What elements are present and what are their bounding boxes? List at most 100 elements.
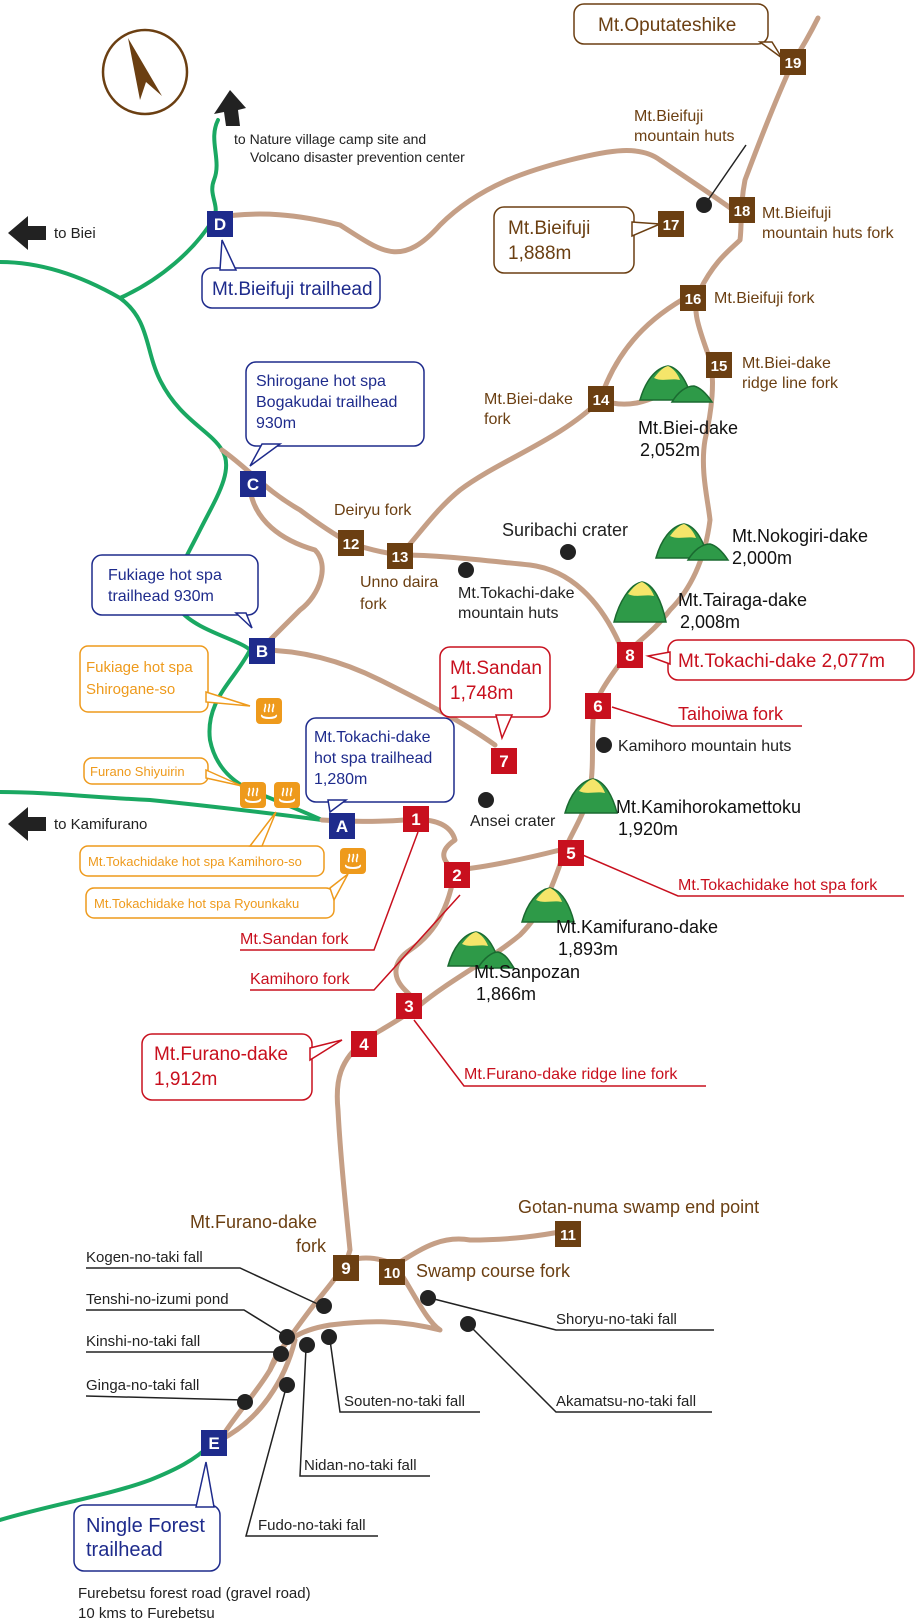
ansei-crater-dot: [478, 792, 494, 808]
markers: 1 2 3 4 5 6 7 8 9 10 11 12 13 14 15 16 1…: [201, 49, 806, 1456]
to-nature-village-2: Volcano disaster prevention center: [250, 149, 465, 165]
sandan-elev: 1,748m: [450, 683, 513, 704]
peak-nokogiri-elev: 2,000m: [732, 548, 792, 568]
trailhead-e-l1: Ningle Forest: [86, 1515, 205, 1537]
furebetsu-road-1: Furebetsu forest road (gravel road): [78, 1585, 311, 1602]
bieifuji-peak-box: [493, 206, 635, 274]
shoryu-fall-dot: [420, 1290, 436, 1306]
marker-19: 19: [780, 49, 806, 75]
ginga-fall-dot: [237, 1394, 253, 1410]
kamihoro-fork-label: Kamihoro fork: [250, 971, 351, 988]
red-callouts: [141, 639, 915, 1101]
arrow-to-kamifurano: [8, 807, 46, 841]
trailhead-c-l1: Shirogane hot spa: [256, 373, 386, 390]
trail-main-ridge: [217, 15, 821, 1443]
furano-dake-fork-2: fork: [296, 1236, 327, 1256]
marker-4: 4: [351, 1031, 377, 1057]
trailhead-marker-c: C: [240, 471, 266, 497]
compass: [101, 28, 189, 116]
svg-text:E: E: [208, 1434, 219, 1453]
furano-dake-name: Mt.Furano-dake: [154, 1044, 288, 1065]
trailhead-marker-b: B: [249, 638, 275, 664]
trailhead-c-l2: Bogakudai trailhead: [256, 394, 397, 411]
marker-2: 2: [444, 862, 470, 888]
bieifuji-huts-2: mountain huts: [634, 128, 735, 145]
compass-north-arrow: [128, 38, 162, 100]
mountain-icon: [447, 931, 516, 969]
peak-tairaga-name: Mt.Tairaga-dake: [678, 590, 807, 610]
mountain-icon: [655, 523, 730, 561]
unno-daira-2: fork: [360, 596, 388, 613]
furano-ridge-label: Mt.Furano-dake ridge line fork: [464, 1066, 678, 1083]
peak-kamifurano-name: Mt.Kamifurano-dake: [556, 917, 718, 937]
arrow-to-biei: [8, 216, 46, 250]
kogen-fall-label: Kogen-no-taki fall: [86, 1249, 203, 1266]
trailhead-marker-e: E: [201, 1430, 227, 1456]
swamp-fork-label: Swamp course fork: [416, 1261, 571, 1281]
hot-spring-icon: [240, 782, 266, 808]
to-biei-label: to Biei: [54, 225, 96, 242]
kamihoro-huts-dot: [596, 737, 612, 753]
trailhead-d-box: [201, 267, 381, 309]
peak-nokogiri-name: Mt.Nokogiri-dake: [732, 526, 868, 546]
kinshi-fall-dot: [273, 1346, 289, 1362]
red-texts: Mt.Sandan 1,748m Mt.Furano-dake 1,912m M…: [154, 651, 885, 1090]
trailhead-a-l1: Mt.Tokachi-dake: [314, 729, 431, 746]
huts-fork-18-2: mountain huts fork: [762, 225, 895, 242]
kogen-fall-dot: [316, 1298, 332, 1314]
trailhead-b-l2: trailhead 930m: [108, 588, 214, 605]
trailhead-marker-a: A: [329, 813, 355, 839]
mountain-icon: [613, 581, 667, 623]
svg-text:C: C: [247, 475, 259, 494]
mountain-icon: [521, 887, 575, 923]
trailhead-b-l1: Fukiage hot spa: [108, 567, 222, 584]
svg-text:14: 14: [593, 392, 610, 409]
tenshi-pond-dot: [279, 1329, 295, 1345]
peak-kamihoro-name: Mt.Kamihorokamettoku: [616, 797, 801, 817]
souten-fall-label: Souten-no-taki fall: [344, 1393, 465, 1410]
road-to-kamifurano: [0, 790, 324, 822]
trail-d-to-huts: [211, 148, 743, 255]
trailhead-a-l3: 1,280m: [314, 771, 367, 788]
trail-a-to-2: [319, 817, 563, 873]
tokachi-peak-label: Mt.Tokachi-dake 2,077m: [678, 651, 885, 672]
svg-text:1: 1: [411, 810, 420, 829]
tokachidake-spa-fork-label: Mt.Tokachidake hot spa fork: [678, 877, 878, 894]
poi: Suribachi crater Mt.Tokachi-dake mountai…: [458, 144, 791, 830]
hot-spring-icon: [256, 698, 282, 724]
marker-1: 1: [403, 806, 429, 832]
svg-text:9: 9: [341, 1259, 350, 1278]
brown-callouts: [493, 3, 783, 274]
biei-dake-fork-2: fork: [484, 411, 512, 428]
fudo-fall-label: Fudo-no-taki fall: [258, 1517, 366, 1534]
kinshi-fall-label: Kinshi-no-taki fall: [86, 1333, 200, 1350]
peak-sanpozan-name: Mt.Sanpozan: [474, 962, 580, 982]
trailhead-e-l2: trailhead: [86, 1539, 163, 1561]
marker-8: 8: [617, 642, 643, 668]
peak-biei-elev: 2,052m: [640, 440, 700, 460]
trail-c-to-b: [247, 487, 325, 653]
svg-text:13: 13: [392, 549, 409, 566]
nidan-fall-dot: [299, 1337, 315, 1353]
trail-b-to-7: [257, 647, 498, 748]
suribachi-crater-label: Suribachi crater: [502, 520, 628, 540]
sandan-box: [439, 646, 551, 718]
svg-text:12: 12: [343, 536, 360, 553]
deiryu-fork-label: Deiryu fork: [334, 502, 412, 519]
trailhead-b-box: [91, 554, 259, 616]
marker-10: 10: [379, 1259, 405, 1285]
mountain-icon: [639, 365, 714, 403]
furebetsu-road-2: 10 kms to Furebetsu: [78, 1605, 215, 1621]
trailhead-callouts: [73, 239, 455, 1572]
trailhead-texts: Mt.Bieifuji trailhead Shirogane hot spa …: [86, 279, 432, 1561]
trailhead-d-title: Mt.Bieifuji trailhead: [212, 279, 373, 300]
hot-spring-icon: [274, 782, 300, 808]
marker-5: 5: [558, 840, 584, 866]
kamihoroso-box: [79, 845, 325, 877]
trailhead-e-box: [73, 1504, 221, 1572]
akamatsu-fall-label: Akamatsu-no-taki fall: [556, 1393, 696, 1410]
svg-text:17: 17: [663, 217, 680, 234]
brown-texts: Mt.Oputateshike Mt.Bieifuji 1,888m Mt.Bi…: [190, 15, 895, 1281]
trailhead-c-l3: 930m: [256, 415, 296, 432]
tenshi-pond-label: Tenshi-no-izumi pond: [86, 1291, 229, 1308]
